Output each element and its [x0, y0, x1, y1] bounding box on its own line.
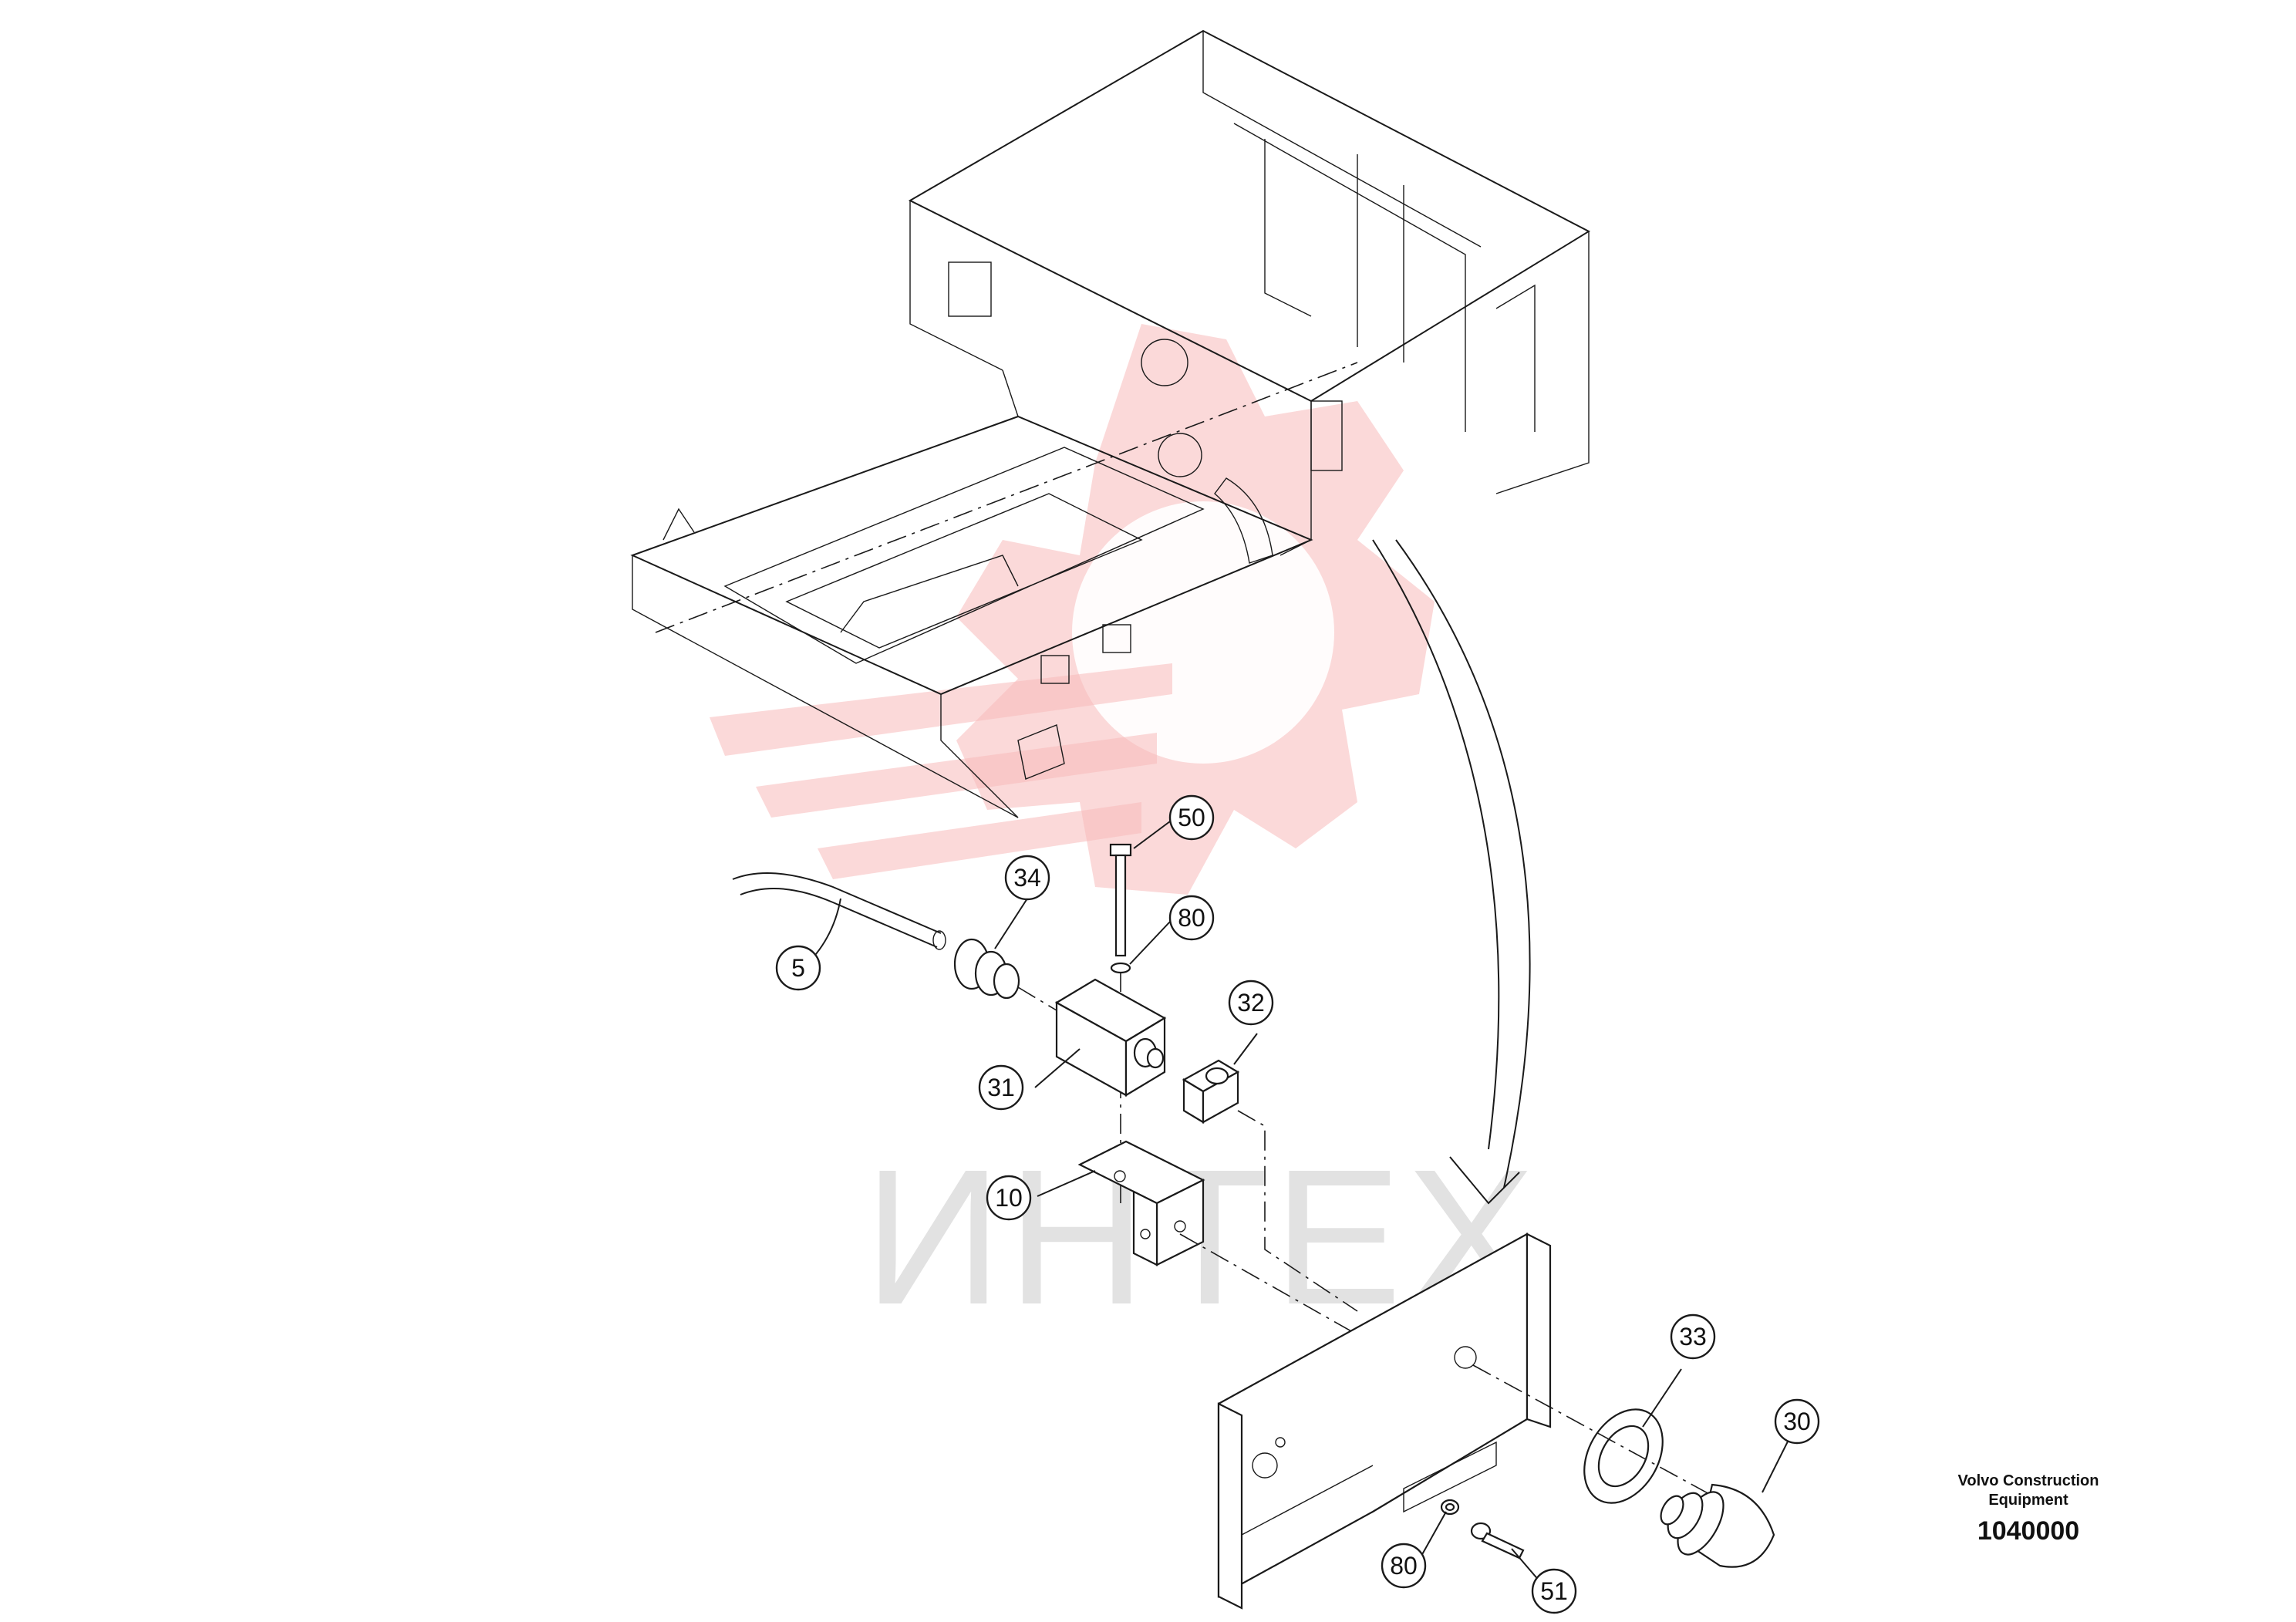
callout-30: 30	[1774, 1398, 1820, 1445]
svg-text:80: 80	[1390, 1552, 1418, 1580]
callout-leaders	[801, 821, 1794, 1588]
assembly-arrow	[1372, 539, 1531, 1205]
svg-text:80: 80	[1178, 904, 1205, 932]
svg-text:50: 50	[1178, 804, 1205, 831]
callout-34: 34	[1004, 855, 1050, 901]
hose-part	[732, 872, 946, 950]
svg-text:31: 31	[987, 1074, 1015, 1101]
callout-10: 10	[986, 1175, 1032, 1221]
axis-line-4	[1179, 1233, 1466, 1397]
callout-51: 51	[1531, 1568, 1577, 1614]
company-line-2: Equipment	[1988, 1492, 2068, 1509]
callout-33: 33	[1670, 1313, 1716, 1360]
axis-line-5	[1472, 1364, 1728, 1505]
cab-frame	[630, 29, 1591, 818]
callout-32: 32	[1228, 980, 1274, 1026]
trim-ring-part	[1583, 1408, 1664, 1504]
fitting-part	[953, 938, 1020, 1000]
svg-text:33: 33	[1679, 1323, 1707, 1351]
callout-80-lower: 80	[1381, 1543, 1427, 1589]
bolt-part	[1109, 843, 1132, 974]
switch-part	[1182, 1059, 1240, 1124]
watermark-gear-icon	[710, 324, 1435, 895]
knob-part	[1660, 1483, 1775, 1568]
callout-80-upper: 80	[1168, 895, 1215, 941]
company-line-1: Volvo Construction	[1957, 1472, 2099, 1489]
svg-text:32: 32	[1237, 989, 1265, 1017]
svg-text:34: 34	[1013, 864, 1041, 892]
svg-text:30: 30	[1783, 1408, 1811, 1435]
axis-line-2	[1017, 986, 1057, 1011]
svg-text:5: 5	[791, 954, 805, 982]
lower-washer-part	[1440, 1499, 1460, 1516]
solenoid-part	[1054, 978, 1167, 1097]
callout-5: 5	[775, 945, 821, 991]
washer-part	[1110, 962, 1131, 974]
svg-text:51: 51	[1540, 1577, 1568, 1605]
bracket-part	[1077, 1140, 1205, 1266]
callout-31: 31	[978, 1064, 1024, 1111]
axis-line-3	[1237, 1110, 1358, 1312]
reference-company: Volvo Construction Equipment	[1905, 1472, 2152, 1510]
svg-text:10: 10	[995, 1184, 1023, 1212]
reference-code: 1040000	[1977, 1516, 2080, 1546]
callout-50: 50	[1168, 794, 1215, 841]
mounting-plate	[1217, 1233, 1552, 1610]
